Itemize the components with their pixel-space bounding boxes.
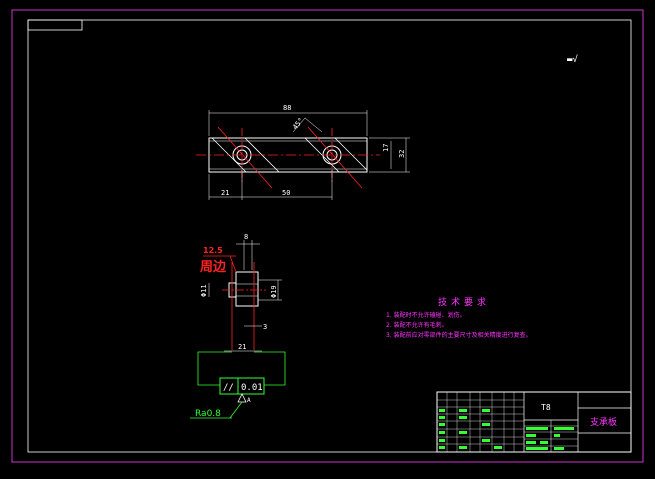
diagonal-centerline-left: [217, 126, 273, 189]
dim-total-width-text: 88: [283, 104, 291, 112]
dim-total-height-text: 32: [398, 150, 406, 158]
datum-leader: [229, 401, 243, 419]
top-view: 88 45° 21 50 17 32: [196, 104, 410, 200]
tolerance-leader: [197, 351, 232, 386]
dim-hole-spacing-text: 50: [282, 189, 290, 197]
dim-angle-line-2: [304, 117, 323, 133]
drawing-code-box: [27, 19, 83, 31]
dim-depth-text: 21: [238, 343, 246, 351]
dim-angle-text: 45°: [291, 116, 305, 131]
part-name-text: 支承板: [590, 416, 617, 428]
title-block-outer: [436, 391, 632, 453]
datum-triangle: [237, 393, 247, 403]
roughness-ra-text: Ra0.8: [195, 409, 221, 419]
tolerance-value: 0.01: [241, 383, 263, 393]
title-block: T8 支承板: [436, 391, 632, 453]
surface-finish-mark: ▬√: [567, 54, 578, 65]
roughness-top-text: 12.5: [203, 246, 223, 255]
tech-req-title: 技术要求: [438, 296, 490, 308]
dim-slot-height-text: 17: [382, 144, 390, 152]
dim-left-offset-text: 21: [221, 189, 229, 197]
tech-req-item-2: 2. 装配不允许有毛刺。: [386, 321, 448, 329]
side-body: [235, 271, 259, 307]
diagonal-centerline-right: [307, 126, 363, 189]
drawing-frame: [27, 19, 632, 453]
roughness-leader-2: [229, 255, 237, 273]
sheet-border: [11, 9, 644, 463]
tb-left-grid: [437, 392, 578, 452]
dim-angle-line: [292, 117, 306, 133]
tech-req-item-1: 1. 装配时不允许磕碰、划伤。: [386, 311, 466, 319]
tech-req-item-3: 3. 装配前应对零部件的主要尺寸及相关精度进行复查。: [386, 331, 532, 339]
diagonal-edge-4: [334, 137, 368, 171]
datum-label: A: [247, 397, 251, 404]
tolerance-leader-right: [254, 351, 286, 386]
tolerance-callout: // 0.01 A Ra0.8: [190, 351, 286, 419]
diagonal-edge-2: [244, 137, 280, 173]
tb-green-marks: [439, 409, 574, 450]
dim-height-text: Φ19: [270, 285, 278, 298]
tolerance-symbol: //: [223, 383, 234, 393]
side-view: 8 12.5 周边 Φ11 Φ19 3 21: [200, 233, 282, 352]
dim-hole-dia-text: Φ11: [200, 284, 208, 297]
dim-thickness-text: 8: [244, 233, 248, 241]
roughness-label-text: 周边: [200, 260, 227, 275]
technical-requirements: 技术要求 1. 装配时不允许磕碰、划伤。 2. 装配不允许有毛刺。 3. 装配前…: [386, 296, 532, 339]
material-text: T8: [541, 403, 551, 412]
dim-step-text: 3: [263, 323, 267, 331]
